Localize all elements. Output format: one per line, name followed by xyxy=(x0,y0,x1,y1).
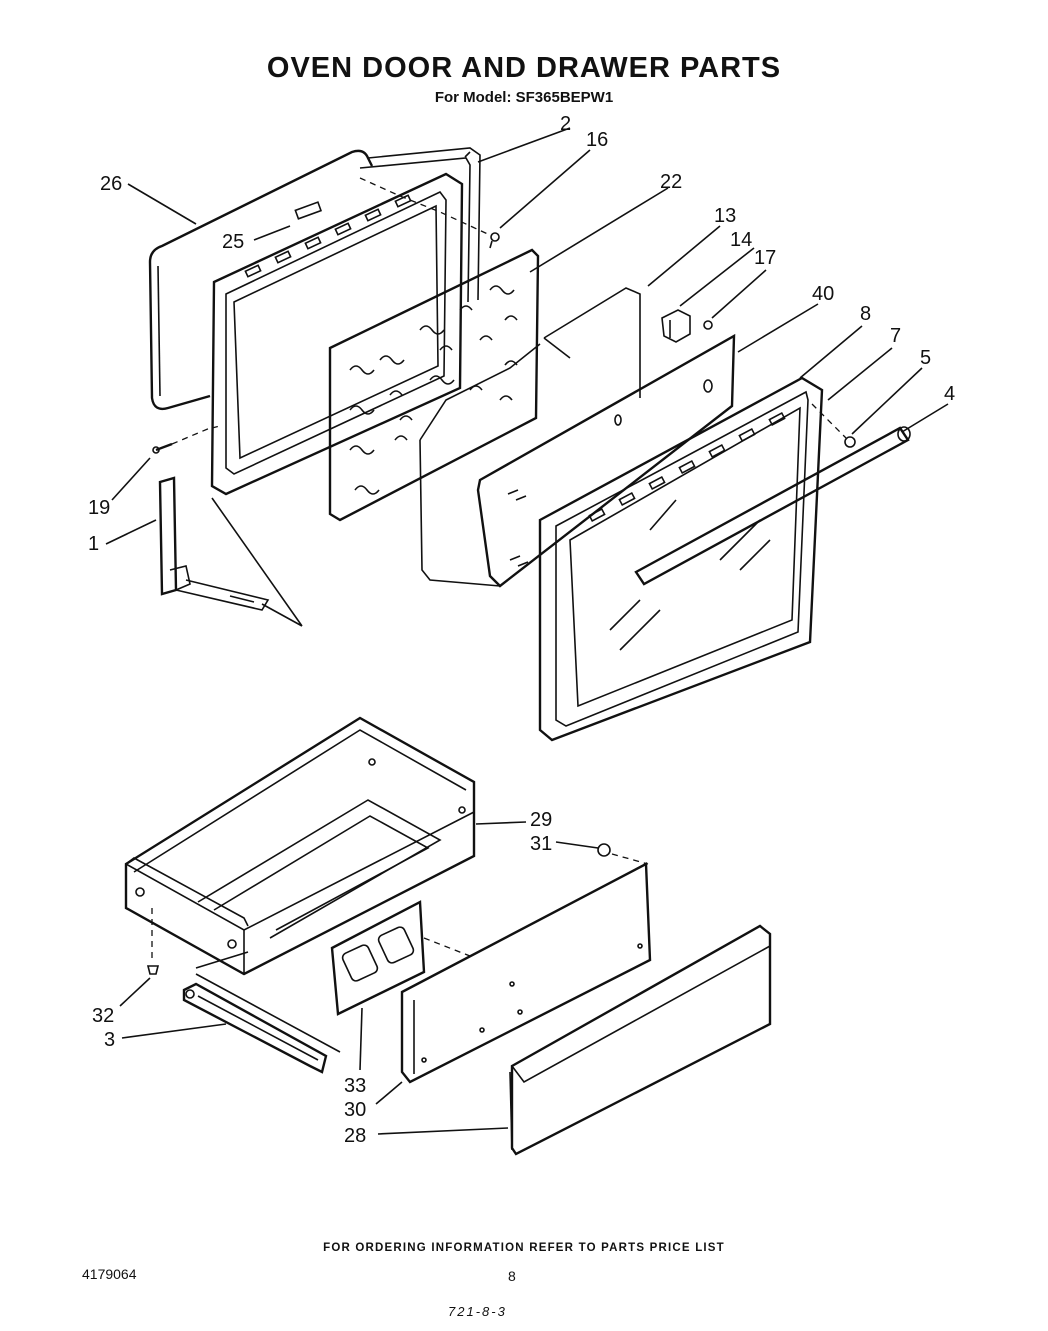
callout-14: 14 xyxy=(730,229,752,251)
part-19-screw xyxy=(152,427,211,454)
callout-3: 3 xyxy=(104,1029,115,1051)
part-28-drawer-front xyxy=(509,924,772,1156)
callout-33: 33 xyxy=(344,1075,366,1097)
part-16-screw xyxy=(489,232,500,249)
document-code: 721-8-3 xyxy=(448,1304,507,1319)
part-17-screw xyxy=(703,320,713,330)
callout-40: 40 xyxy=(812,283,834,305)
callout-29: 29 xyxy=(530,809,552,831)
callout-13: 13 xyxy=(714,205,736,227)
document-part-number: 4179064 xyxy=(82,1266,137,1282)
part-29-drawer xyxy=(124,716,476,976)
callout-8: 8 xyxy=(860,303,871,325)
part-door-frame xyxy=(210,172,464,496)
part-13-heat-shield xyxy=(543,287,641,398)
callout-32: 32 xyxy=(92,1005,114,1027)
callout-31: 31 xyxy=(530,833,552,855)
model-subtitle: For Model: SF365BEPW1 xyxy=(434,89,614,106)
callout-1: 1 xyxy=(88,533,99,555)
callout-25: 25 xyxy=(222,231,244,253)
page-title: OVEN DOOR AND DRAWER PARTS xyxy=(266,52,782,84)
callout-2: 2 xyxy=(560,113,571,135)
callout-26: 26 xyxy=(100,173,122,195)
part-30-drawer-back xyxy=(400,862,652,1084)
part-5-handle-screw xyxy=(811,403,856,448)
part-22-insulation xyxy=(328,248,540,522)
part-31-clip xyxy=(597,843,649,865)
part-4-door-handle xyxy=(634,426,911,586)
part-32-screw xyxy=(146,908,160,975)
callout-17: 17 xyxy=(754,247,776,269)
callout-30: 30 xyxy=(344,1099,366,1121)
callout-28: 28 xyxy=(344,1125,366,1147)
assembly-line-a xyxy=(359,177,493,237)
part-3-drawer-slide xyxy=(182,951,341,1074)
callout-5: 5 xyxy=(920,347,931,369)
callout-4: 4 xyxy=(944,383,955,405)
callout-leaders xyxy=(105,127,949,1135)
part-25-latch-bracket xyxy=(294,201,323,220)
part-40-liner xyxy=(419,333,736,588)
callout-7: 7 xyxy=(890,325,901,347)
hinge-guide-lines xyxy=(211,497,303,627)
part-1-hinge xyxy=(158,476,270,611)
page-number: 8 xyxy=(508,1268,516,1284)
part-33-bracket-plate xyxy=(330,900,471,1016)
part-26-door-gasket xyxy=(148,149,374,411)
callout-19: 19 xyxy=(88,497,110,519)
part-7-8-outer-door xyxy=(538,376,824,742)
part-2-inner-door-panel xyxy=(359,147,481,303)
ordering-note: FOR ORDERING INFORMATION REFER TO PARTS … xyxy=(323,1242,725,1254)
callout-22: 22 xyxy=(660,171,682,193)
callout-16: 16 xyxy=(586,129,608,151)
part-14-bracket xyxy=(661,309,691,343)
assembly-line-b xyxy=(211,425,221,429)
